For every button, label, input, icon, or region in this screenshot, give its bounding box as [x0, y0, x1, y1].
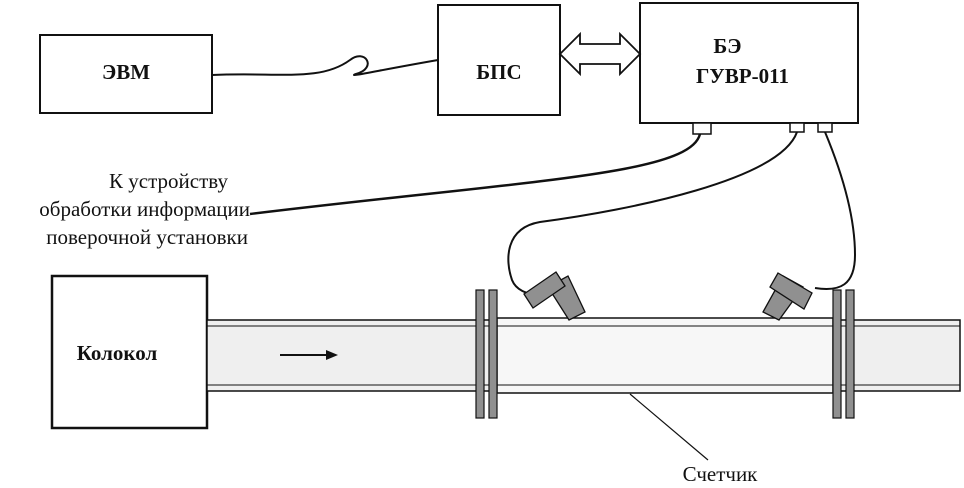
meter-label: Счетчик	[682, 462, 758, 486]
bell-label: Колокол	[76, 341, 158, 365]
transducer-left	[523, 271, 586, 321]
double-arrow	[558, 31, 642, 77]
evm-bps-cable	[211, 55, 439, 77]
bell-block	[50, 274, 209, 430]
sensor-right-cable	[814, 131, 857, 290]
bps-block	[437, 4, 561, 116]
meter-body	[496, 317, 834, 394]
info-cable	[249, 133, 702, 216]
sensor-left-cable	[507, 131, 798, 295]
connector-right	[817, 122, 833, 133]
meter-leader	[629, 393, 709, 461]
evm-label: ЭВМ	[101, 60, 151, 84]
be-guvr-block	[639, 2, 859, 124]
flow-arrow-head	[326, 350, 338, 360]
processing-note-line3: поверочной установки	[46, 225, 248, 249]
processing-note-line1: К устройству	[109, 169, 228, 193]
flange-right-1	[832, 289, 842, 419]
be-label-line2: ГУВР-011	[696, 64, 789, 88]
evm-block	[39, 34, 213, 114]
connector-mid	[789, 122, 805, 133]
be-label-line1: БЭ	[713, 34, 742, 58]
processing-note-line2: обработки информации	[39, 197, 250, 221]
bps-label: БПС	[476, 60, 522, 84]
transducer-right	[762, 272, 813, 321]
connector-left	[692, 122, 712, 135]
flange-right-2	[845, 289, 855, 419]
flange-left-1	[475, 289, 485, 419]
flange-left-2	[488, 289, 498, 419]
